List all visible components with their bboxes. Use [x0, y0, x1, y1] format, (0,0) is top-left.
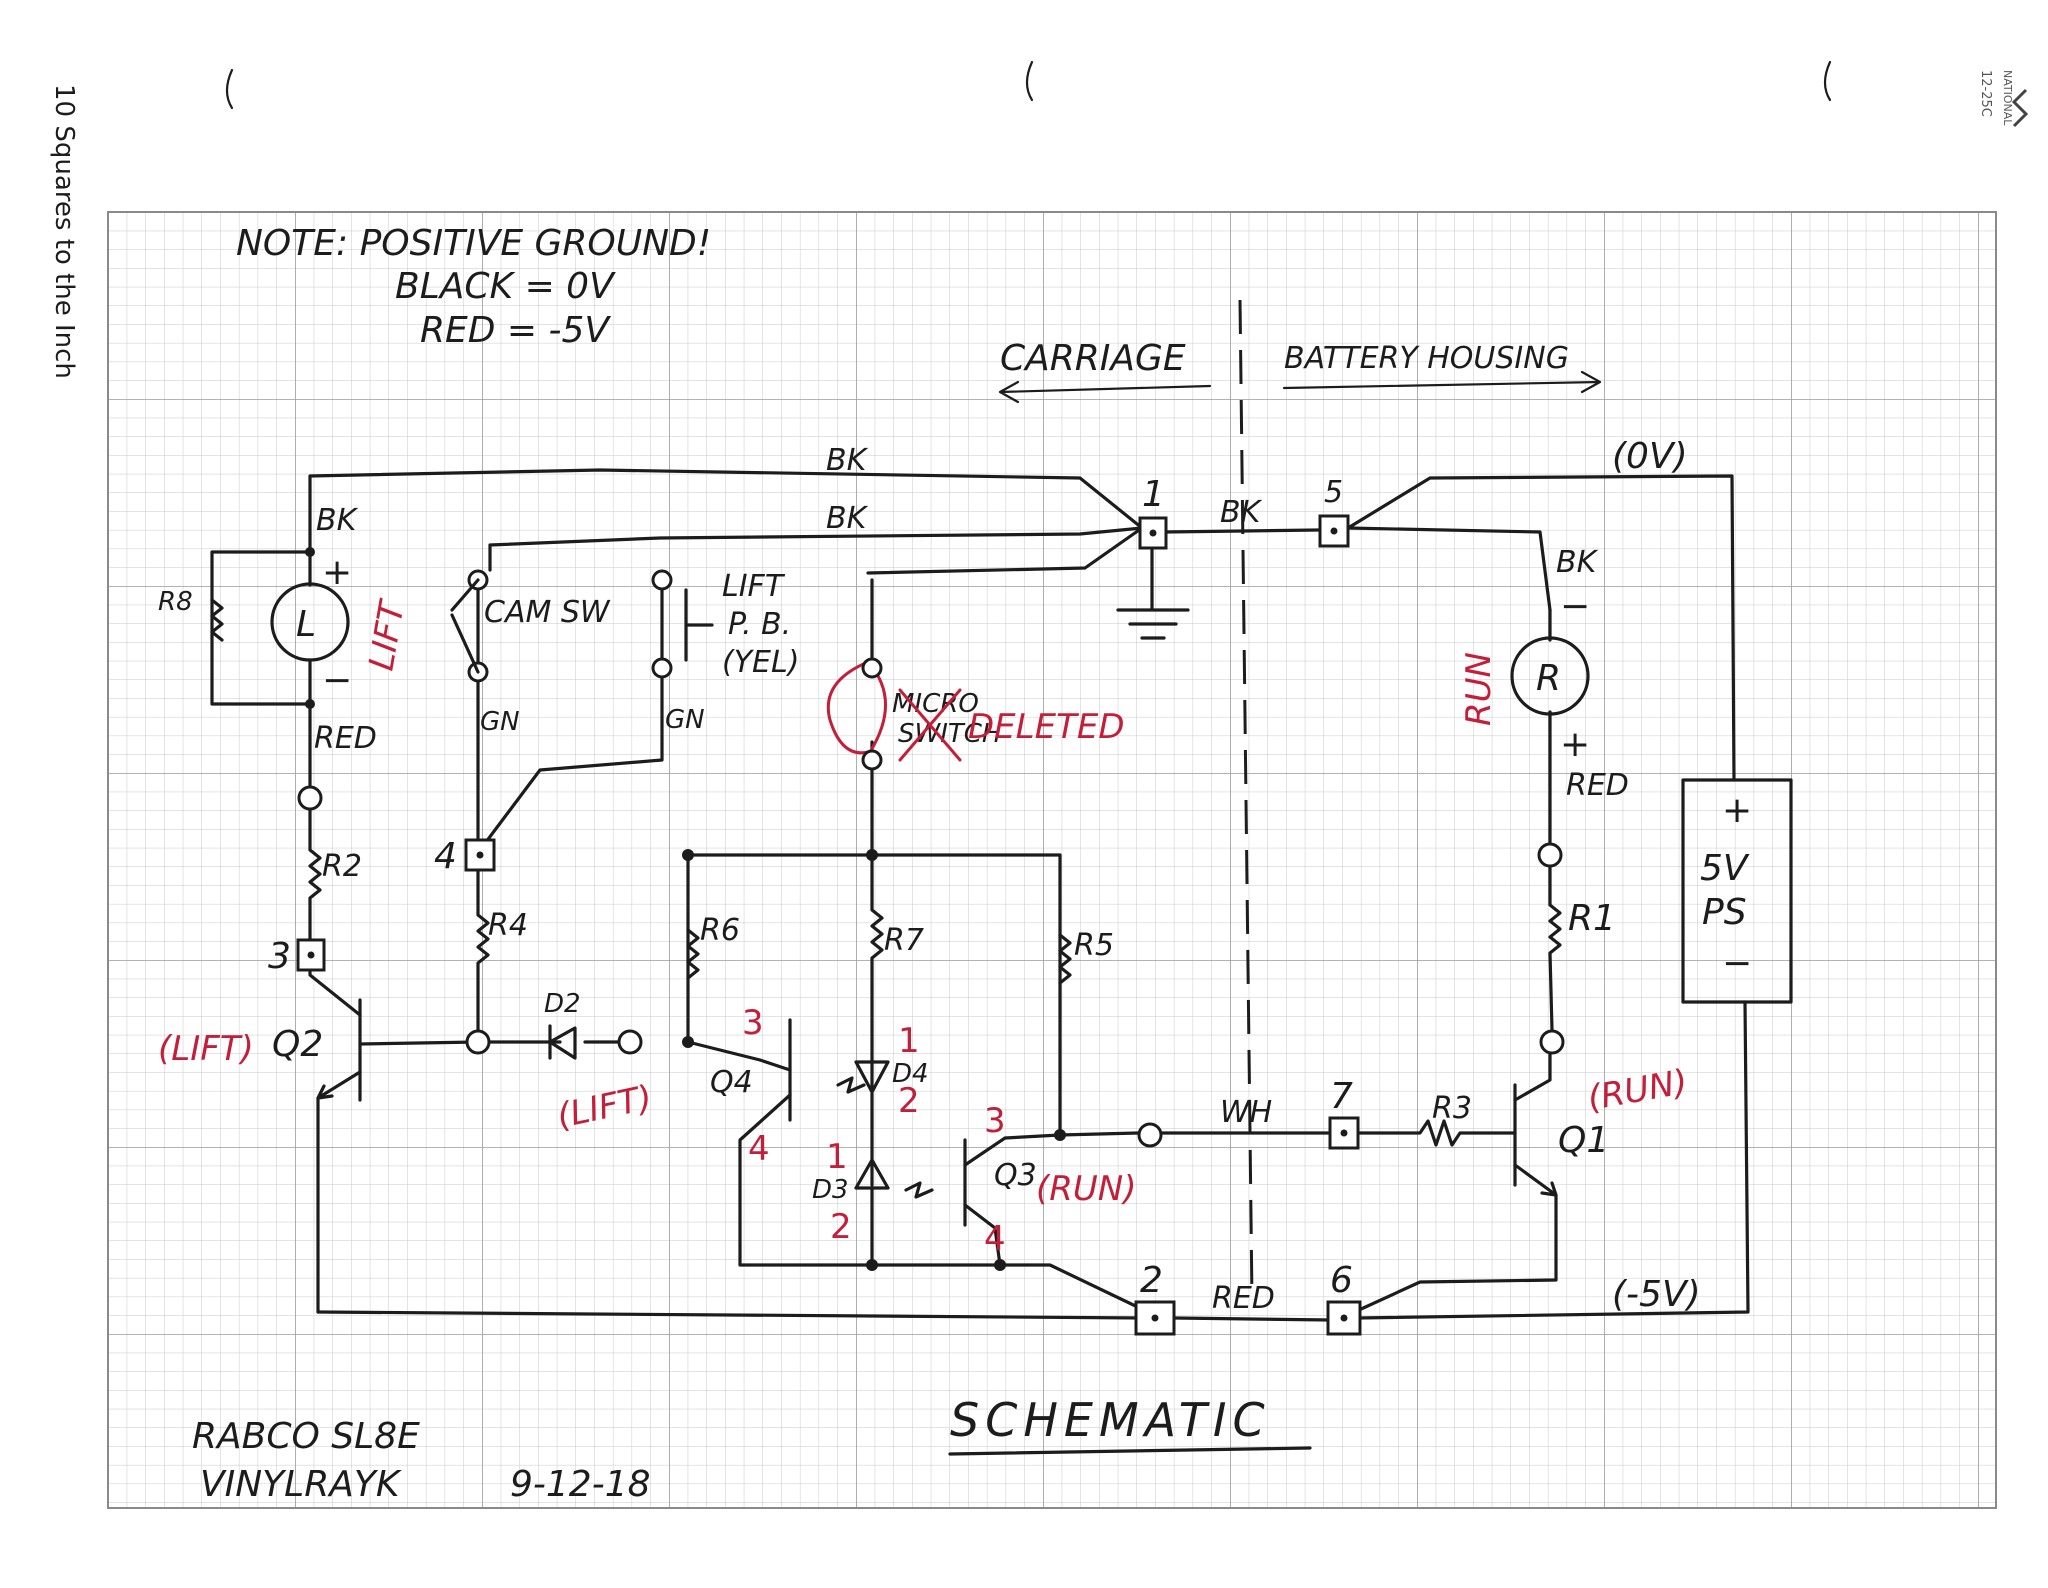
red-label-lift-motor: RED [314, 721, 377, 756]
lift-pb-label-3: (YEL) [722, 645, 799, 680]
cam-switch-icon [450, 578, 480, 674]
wiring [210, 468, 1793, 1322]
terminal-6-label: 6 [1330, 1260, 1353, 1301]
battery-housing-label: BATTERY HOUSING [1284, 341, 1569, 376]
micro-switch-strike [898, 688, 962, 762]
margin-code-text: 12-25C [1978, 70, 1993, 117]
lift-motor-plus: + [322, 552, 352, 593]
q4-pin-4: 4 [748, 1129, 770, 1169]
red-label-bottom: RED [1212, 1281, 1275, 1316]
d4-label: D4 [892, 1059, 929, 1089]
brand-logo-icon [2011, 88, 2029, 128]
schematic-title: SCHEMATIC [950, 1393, 1271, 1447]
d4-pin-2: 2 [898, 1081, 920, 1121]
run-vertical-annotation: RUN [1459, 652, 1499, 726]
q4-pin-3: 3 [742, 1003, 764, 1043]
run-motor-icon [1510, 636, 1590, 716]
r7-label: R7 [884, 923, 924, 958]
q3-pin-4: 4 [984, 1219, 1006, 1259]
ps-plus-label: + [1722, 790, 1752, 831]
positive-ground-note: NOTE: POSITIVE GROUND! BLACK = 0V RED = … [236, 223, 711, 351]
q4-label: Q4 [710, 1065, 753, 1100]
run-motor-minus: − [1560, 586, 1590, 627]
bk-label-run-motor: BK [1556, 545, 1599, 580]
ps-minus-label: − [1722, 943, 1752, 984]
r2-label: R2 [322, 849, 362, 884]
terminal-5-label: 5 [1324, 475, 1343, 510]
note-line-3: RED = -5V [420, 310, 611, 351]
terminal-4-label: 4 [434, 836, 457, 877]
cam-switch-label: CAM SW [484, 595, 611, 630]
graph-paper-grid [107, 211, 1997, 1509]
gn-label-cam: GN [480, 707, 520, 737]
carriage-label: CARRIAGE [1000, 338, 1186, 379]
run-motor-label: R [1536, 658, 1561, 699]
deleted-annotation: DELETED [968, 707, 1125, 747]
lift-motor-label: L [296, 604, 316, 645]
ps-name-label: PS [1702, 892, 1747, 933]
d3-pin-1: 1 [826, 1137, 848, 1177]
run-motor-plus: + [1560, 724, 1590, 765]
terminal-3-label: 3 [268, 936, 291, 977]
wh-label: WH [1220, 1095, 1272, 1130]
d3-label: D3 [812, 1175, 849, 1205]
d2-label: D2 [544, 989, 581, 1019]
q1-label: Q1 [1558, 1120, 1609, 1161]
lift-pb-label-1: LIFT [722, 569, 786, 604]
bk-label-lift-motor: BK [316, 503, 359, 538]
q2-label: Q2 [272, 1024, 323, 1065]
terminal-7-label: 7 [1330, 1076, 1353, 1117]
terminal-blocks [296, 514, 1362, 1336]
r5-label: R5 [1074, 928, 1114, 963]
terminal-2-label: 2 [1140, 1260, 1163, 1301]
note-line-1: NOTE: POSITIVE GROUND! [236, 223, 711, 264]
ps-voltage-label: 5V [1700, 848, 1750, 889]
terminal-1-label: 1 [1142, 474, 1165, 515]
junction-points [305, 547, 1066, 1271]
contact-rings [297, 569, 1565, 1148]
gn-label-pb: GN [665, 705, 705, 735]
lift-q2-annotation: (LIFT) [158, 1029, 254, 1069]
micro-switch-label-1: MICRO [892, 689, 979, 719]
date-label: 9-12-18 [510, 1464, 651, 1505]
q3-pin-3: 3 [984, 1101, 1006, 1141]
q3-label: Q3 [994, 1158, 1037, 1193]
note-line-2: BLACK = 0V [395, 266, 616, 307]
bk-label-top: BK [826, 443, 869, 478]
r4-label: R4 [488, 908, 528, 943]
lift-motor-icon [270, 582, 350, 662]
run-q3-annotation: (RUN) [1036, 1169, 1136, 1209]
d3-pin-2: 2 [830, 1207, 852, 1247]
d4-pin-1: 1 [898, 1021, 920, 1061]
lift-push-button-icon [684, 588, 714, 662]
lift-pb-label-2: P. B. [728, 607, 791, 642]
margin-brand-text: NATIONAL [2001, 70, 2014, 126]
r3-label: R3 [1432, 1091, 1472, 1126]
lift-motor-minus: − [322, 660, 352, 701]
zero-volt-label: (0V) [1612, 436, 1688, 477]
author-label: VINYLRAYK [200, 1464, 402, 1505]
r1-label: R1 [1568, 898, 1616, 939]
red-label-run-motor: RED [1566, 768, 1629, 803]
minus-five-volt-label: (-5V) [1612, 1274, 1701, 1315]
margin-side-text: 10 Squares to the Inch [49, 84, 79, 379]
r6-label: R6 [700, 913, 740, 948]
r8-label: R8 [158, 587, 193, 617]
bk-label-center: BK [1220, 495, 1263, 530]
model-label: RABCO SL8E [192, 1416, 420, 1457]
bk-label-second: BK [826, 501, 869, 536]
